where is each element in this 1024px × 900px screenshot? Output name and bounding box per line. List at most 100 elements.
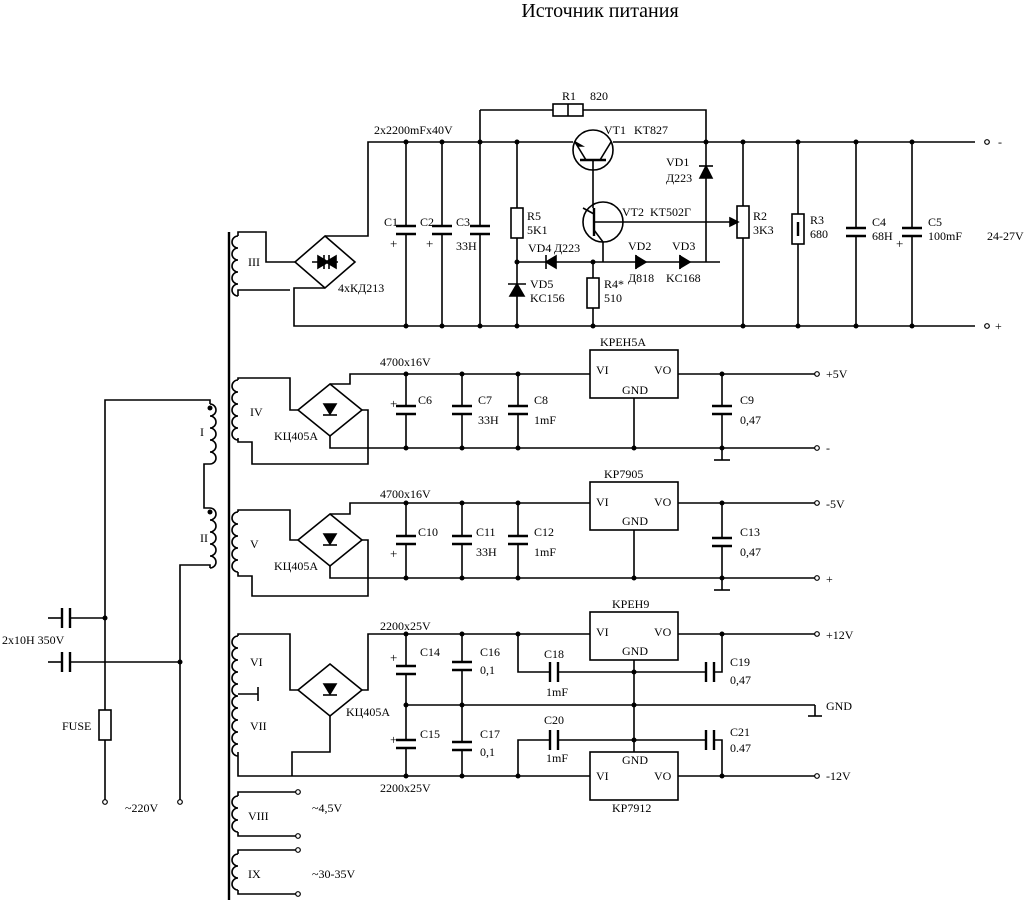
ic-m5v-vo: VO (654, 495, 672, 509)
r4-value: 510 (604, 291, 622, 305)
c18-value: 1mF (546, 685, 568, 699)
ic-12v-label: KPEH9 (612, 597, 649, 611)
c16-label: C16 (480, 645, 500, 659)
c17-label: C17 (480, 727, 500, 741)
winding-iii-label: III (248, 255, 260, 269)
winding-v (231, 511, 239, 573)
r1-label: R1 (562, 89, 576, 103)
c1-label: C1 (384, 215, 398, 229)
r5 (510, 207, 524, 239)
c18-label: C18 (544, 647, 564, 661)
c4-label: C4 (872, 215, 886, 229)
vd1-value: Д223 (666, 171, 692, 185)
winding-iii (231, 235, 239, 297)
diagram-title: Источник питания (521, 0, 678, 22)
rail-plus-m5v: + (826, 572, 833, 586)
ic-5v-vo: VO (654, 363, 672, 377)
output-12v: +12V (826, 628, 854, 642)
regulator-m5v-section: KЦ405A 4700x16V + C10 C11 33H C12 1mF KP… (237, 467, 845, 597)
c17-value: 0,1 (480, 745, 495, 759)
rail-plus-24v: + (995, 319, 1002, 333)
vt1-label: VT1 (604, 123, 626, 137)
svg-text:+: + (390, 236, 397, 251)
vd2 (635, 254, 648, 270)
mains-input: 2x10H 350V FUSE ~220V (2, 399, 211, 815)
c7-value: 33H (478, 413, 499, 427)
c11-value: 33H (476, 545, 497, 559)
c10-label: C10 (418, 525, 438, 539)
winding-viii (231, 795, 239, 833)
c2-label: C2 (420, 215, 434, 229)
svg-text:+: + (390, 650, 397, 665)
r2-value: 3K3 (753, 223, 774, 237)
ic-m12v-vo: VO (654, 769, 672, 783)
r5-value: 5K1 (527, 223, 548, 237)
vt1-value: KT827 (634, 123, 668, 137)
rail-minus-5v: - (826, 441, 830, 455)
c21-label: C21 (730, 725, 750, 739)
winding-viii-label: VIII (248, 809, 269, 823)
vd4 (544, 254, 557, 270)
vd5-label: VD5 (530, 277, 553, 291)
ic-12v-gnd: GND (622, 644, 648, 658)
c4-value: 68H (872, 229, 893, 243)
output-m5v: -5V (826, 497, 845, 511)
winding-vi-label: VI (250, 655, 263, 669)
ic-m5v-vi: VI (596, 495, 609, 509)
ic-m12v-vi: VI (596, 769, 609, 783)
c12-value: 1mF (534, 545, 556, 559)
r2-label: R2 (753, 209, 767, 223)
winding-v-label: V (250, 537, 259, 551)
c3-value: 33H (456, 239, 477, 253)
fuse (98, 709, 112, 741)
caps-24v-note: 2x2200mFx40V (374, 123, 453, 137)
c13-label: C13 (740, 525, 760, 539)
c6-label: C6 (418, 393, 432, 407)
ic-m12v-label: KP7912 (612, 801, 651, 815)
c15-label: C15 (420, 727, 440, 741)
caps-12v-top-note: 2200x25V (380, 619, 431, 633)
c7-label: C7 (478, 393, 492, 407)
vd3-value: KC168 (666, 271, 701, 285)
caps-5v-note: 4700x16V (380, 355, 431, 369)
vd3 (679, 254, 692, 270)
c5-value: 100mF (928, 229, 962, 243)
svg-text:+: + (390, 546, 397, 561)
bridge-m5v-label: KЦ405A (274, 559, 318, 573)
bridge-5v-label: KЦ405A (274, 429, 318, 443)
output-ix-label: ~30-35V (312, 867, 355, 881)
output-m12v: -12V (826, 769, 851, 783)
c9-label: C9 (740, 393, 754, 407)
winding-i-label: I (200, 425, 204, 439)
ic-12v-vi: VI (596, 625, 609, 639)
c19-value: 0,47 (730, 673, 751, 687)
r5-label: R5 (527, 209, 541, 223)
c5-label: C5 (928, 215, 942, 229)
output-5v: +5V (826, 367, 848, 381)
ic-5v-label: KPEH5A (600, 335, 646, 349)
rail-minus-24v: - (998, 135, 1002, 149)
c21-value: 0.47 (730, 741, 751, 755)
c16-value: 0,1 (480, 663, 495, 677)
output-viii-label: ~4,5V (312, 801, 342, 815)
winding-ii-label: II (200, 531, 208, 545)
vd2-value: Д818 (628, 271, 654, 285)
c8-value: 1mF (534, 413, 556, 427)
vt2-value: KT502Г (650, 205, 691, 219)
fuse-label: FUSE (62, 719, 91, 733)
c12-label: C12 (534, 525, 554, 539)
regulator-12v-section: KЦ405A 2200x25V 2200x25V GND + C14 + C15… (237, 597, 854, 815)
r3-label: R3 (810, 213, 824, 227)
winding-iv (231, 379, 239, 441)
vd3-label: VD3 (672, 239, 695, 253)
vd1 (698, 164, 714, 179)
ic-m5v-gnd: GND (622, 514, 648, 528)
svg-text:+: + (390, 396, 397, 411)
ic-5v-gnd: GND (622, 383, 648, 397)
vd5 (508, 282, 526, 297)
output-24v-label: 24-27V (987, 229, 1024, 243)
vd1-label: VD1 (666, 155, 689, 169)
winding-iv-label: IV (250, 405, 263, 419)
c20-value: 1mF (546, 751, 568, 765)
